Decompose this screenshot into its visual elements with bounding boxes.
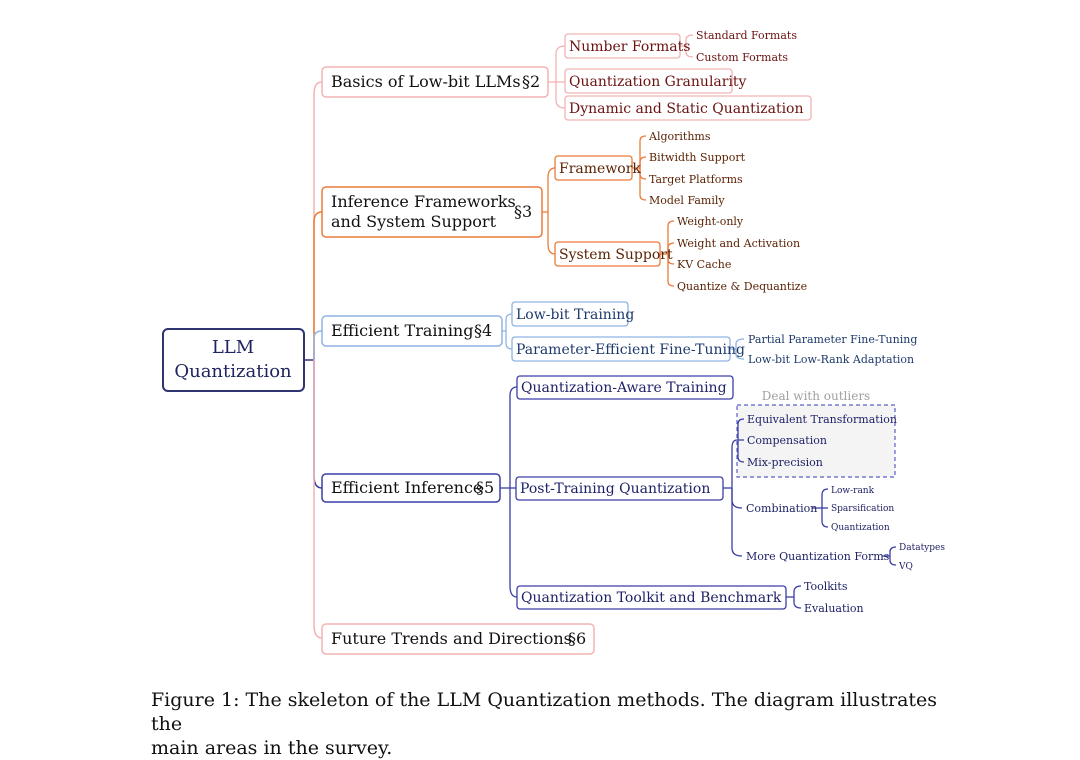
future-ref: §6 bbox=[568, 629, 586, 648]
leaf-partial-parameter-ft: Partial Parameter Fine-Tuning bbox=[748, 333, 917, 346]
leaf-kv-cache: KV Cache bbox=[677, 258, 731, 271]
leaf-toolkits: Toolkits bbox=[804, 580, 848, 593]
training-label: Efficient Training bbox=[331, 321, 473, 340]
section-inference-frameworks: Inference Frameworks and System Support … bbox=[321, 186, 543, 238]
outliers-title: Deal with outliers bbox=[762, 389, 870, 403]
node-quantization-granularity: Quantization Granularity bbox=[564, 68, 747, 94]
leaf-vq: VQ bbox=[898, 562, 913, 572]
efficient-inference-connectors bbox=[500, 386, 897, 609]
leaf-mix-precision: Mix-precision bbox=[747, 456, 823, 469]
future-label: Future Trends and Directions bbox=[331, 629, 572, 648]
quantization-taxonomy-diagram: LLM Quantization Basics of Low-bit LLMs … bbox=[162, 29, 945, 655]
caption-line1: Figure 1: The skeleton of the LLM Quanti… bbox=[151, 689, 938, 735]
leaf-algorithms: Algorithms bbox=[648, 130, 711, 143]
inference-fw-connectors bbox=[542, 135, 675, 287]
node-peft: Parameter-Efficient Fine-Tuning bbox=[511, 336, 745, 362]
root-label-line1: LLM bbox=[212, 337, 254, 358]
figure-caption: Figure 1: The skeleton of the LLM Quanti… bbox=[151, 688, 971, 760]
leaf-sparsification: Sparsification bbox=[831, 504, 894, 514]
root-connectors bbox=[304, 81, 323, 639]
basics-connectors bbox=[548, 34, 694, 109]
efficient-inference-label: Efficient Inference bbox=[331, 478, 482, 497]
leaf-low-rank: Low-rank bbox=[831, 486, 875, 496]
inference-fw-line1: Inference Frameworks bbox=[331, 192, 516, 211]
inference-fw-line2: and System Support bbox=[331, 212, 497, 231]
dynamic-static-label: Dynamic and Static Quantization bbox=[569, 101, 804, 117]
leaf-target-platforms: Target Platforms bbox=[649, 173, 743, 186]
leaf-standard-formats: Standard Formats bbox=[696, 29, 797, 42]
node-toolkit-benchmark: Quantization Toolkit and Benchmark bbox=[516, 585, 787, 610]
leaf-quantize-dequantize: Quantize & Dequantize bbox=[677, 280, 807, 293]
leaf-weight-activation: Weight and Activation bbox=[677, 237, 800, 250]
node-more-quantization-forms: More Quantization Forms bbox=[746, 550, 890, 563]
caption-line2: main areas in the survey. bbox=[151, 737, 393, 759]
leaf-equivalent-transformation: Equivalent Transformation bbox=[747, 413, 897, 426]
node-combination: Combination bbox=[746, 502, 817, 515]
node-low-bit-training: Low-bit Training bbox=[511, 301, 634, 327]
training-ref: §4 bbox=[474, 321, 492, 340]
framework-label: Framework bbox=[559, 161, 641, 177]
inference-fw-ref: §3 bbox=[514, 202, 532, 221]
node-system-support: System Support bbox=[554, 241, 673, 267]
node-qat: Quantization-Aware Training bbox=[516, 375, 734, 400]
basics-label: Basics of Low-bit LLMs bbox=[331, 72, 521, 91]
node-ptq: Post-Training Quantization bbox=[515, 476, 724, 501]
leaf-weight-only: Weight-only bbox=[677, 215, 744, 228]
outliers-group bbox=[736, 404, 896, 478]
section-efficient-inference: Efficient Inference §5 bbox=[321, 473, 501, 503]
section-future-trends: Future Trends and Directions §6 bbox=[321, 623, 595, 655]
leaf-bitwidth-support: Bitwidth Support bbox=[649, 151, 746, 164]
system-support-label: System Support bbox=[559, 247, 673, 263]
leaf-custom-formats: Custom Formats bbox=[696, 51, 788, 64]
leaf-quantization: Quantization bbox=[831, 523, 890, 533]
node-framework: Framework bbox=[554, 155, 641, 181]
leaf-evaluation: Evaluation bbox=[804, 602, 864, 615]
qat-label: Quantization-Aware Training bbox=[521, 380, 727, 396]
section-efficient-training: Efficient Training §4 bbox=[321, 315, 503, 347]
toolkit-label: Quantization Toolkit and Benchmark bbox=[521, 590, 782, 606]
number-formats-label: Number Formats bbox=[569, 39, 690, 55]
node-dynamic-static: Dynamic and Static Quantization bbox=[564, 95, 812, 121]
root-label-line2: Quantization bbox=[174, 361, 292, 382]
section-basics: Basics of Low-bit LLMs §2 bbox=[321, 66, 549, 98]
basics-ref: §2 bbox=[522, 72, 540, 91]
leaf-compensation: Compensation bbox=[747, 434, 827, 447]
leaf-datatypes: Datatypes bbox=[899, 543, 945, 553]
node-number-formats: Number Formats bbox=[564, 33, 690, 59]
leaf-model-family: Model Family bbox=[649, 194, 725, 207]
peft-label: Parameter-Efficient Fine-Tuning bbox=[516, 342, 745, 358]
leaf-low-bit-lora: Low-bit Low-Rank Adaptation bbox=[748, 353, 914, 366]
efficient-inference-ref: §5 bbox=[476, 478, 494, 497]
granularity-label: Quantization Granularity bbox=[569, 74, 747, 90]
root-node: LLM Quantization bbox=[162, 328, 305, 392]
low-bit-training-label: Low-bit Training bbox=[516, 307, 634, 323]
ptq-label: Post-Training Quantization bbox=[520, 481, 710, 497]
